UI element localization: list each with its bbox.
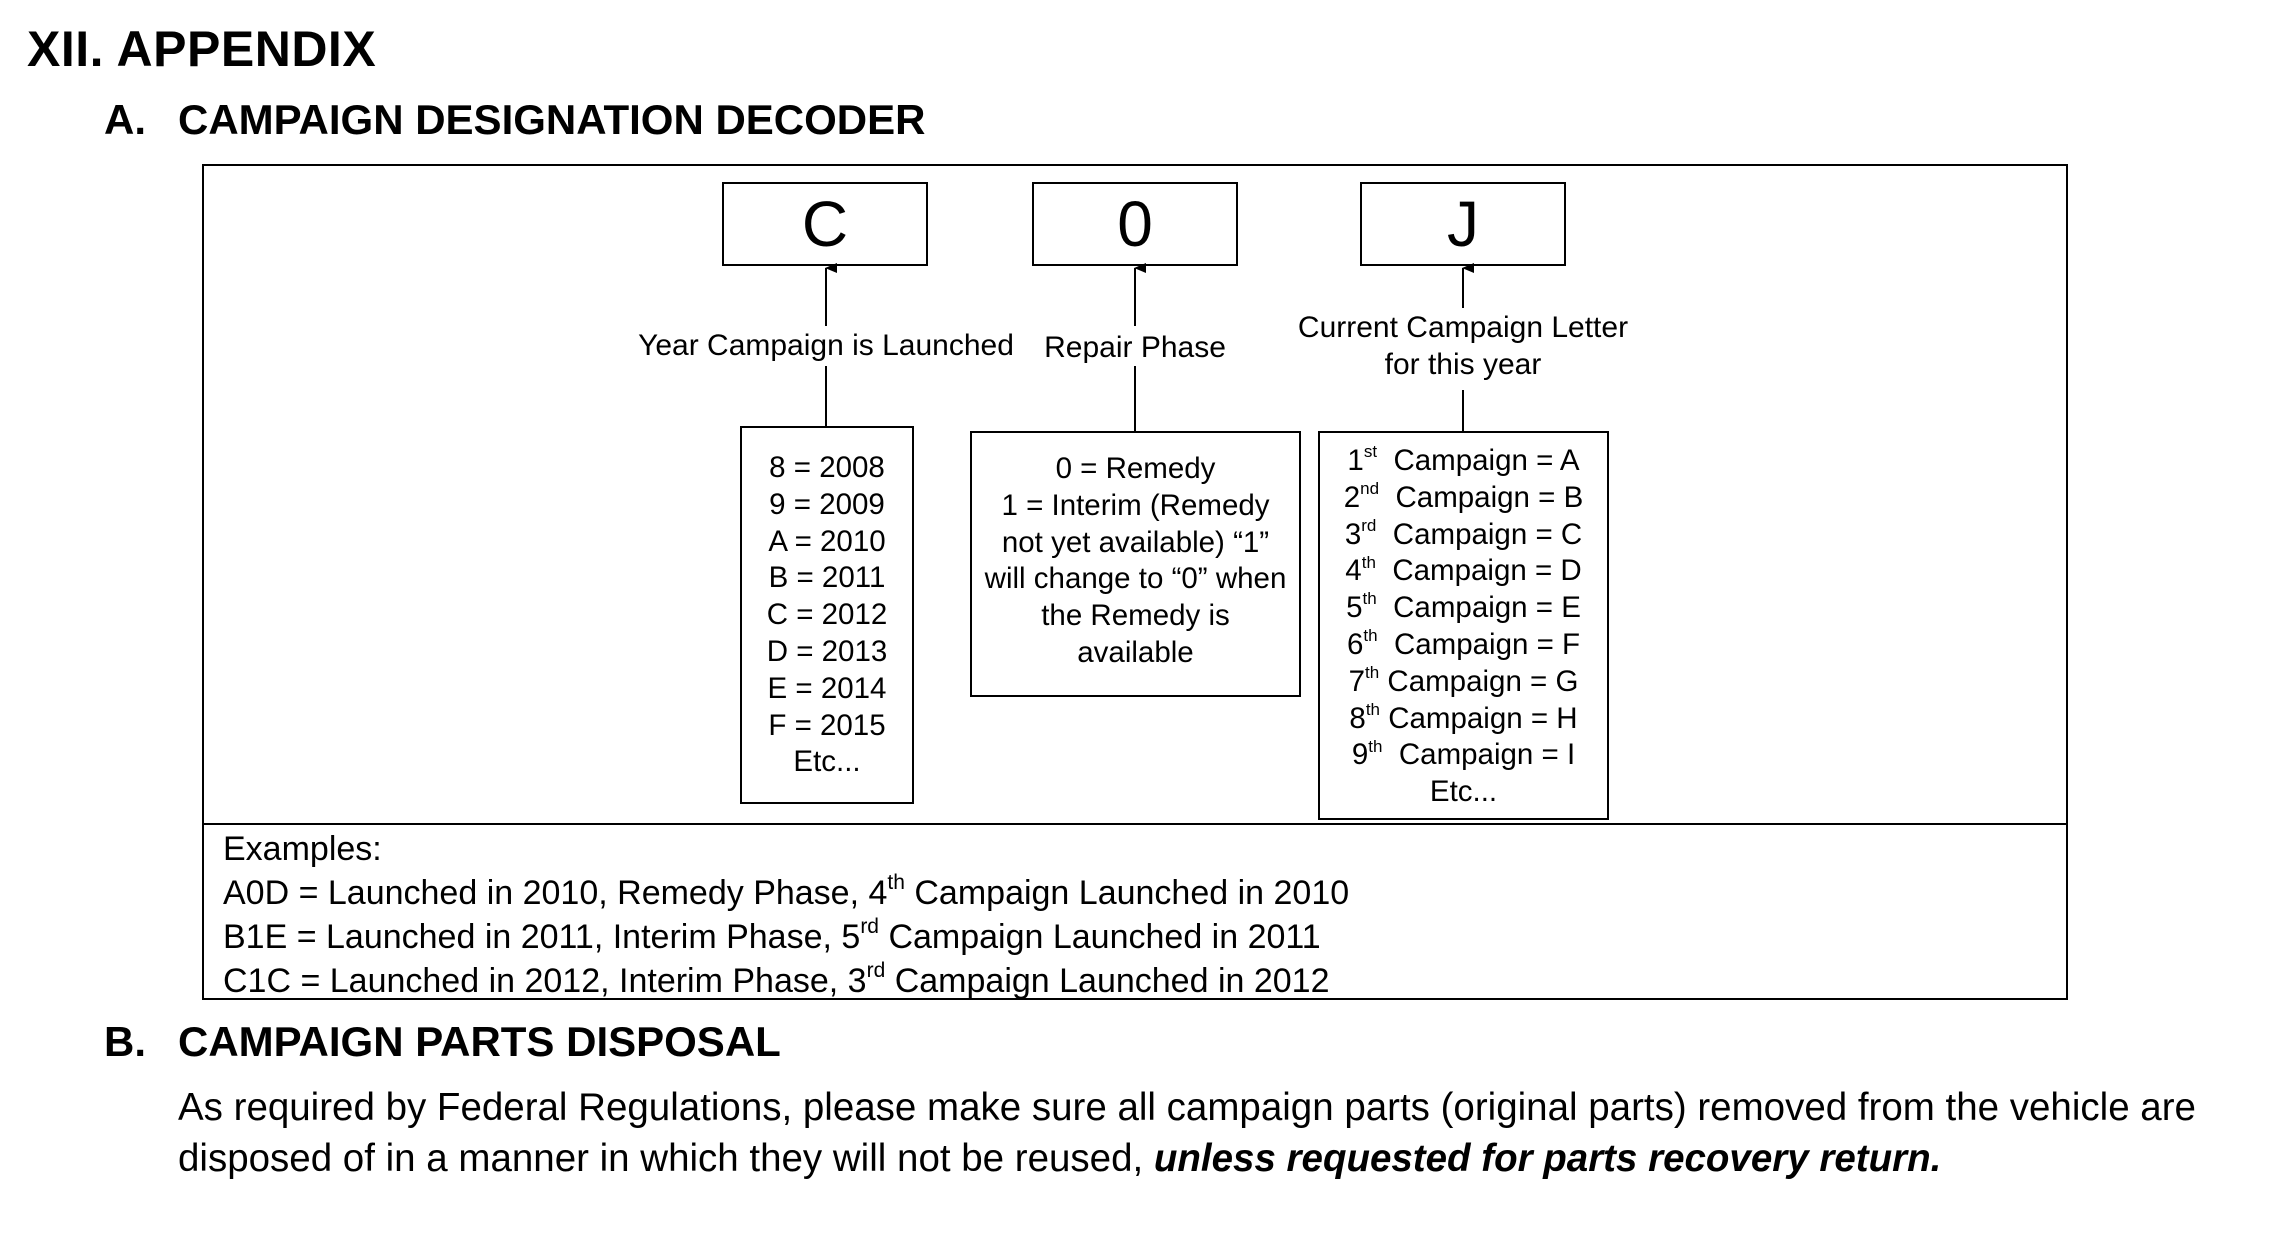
campaign-letter-item: 8th Campaign = H — [1349, 699, 1578, 735]
label-letter-line1: Current Campaign Letter — [1297, 311, 1629, 344]
examples-block: Examples: A0D = Launched in 2010, Remedy… — [223, 827, 1349, 1003]
section-a-letter: A. — [104, 96, 146, 143]
disposal-text: As required by Federal Regulations, plea… — [178, 1086, 2196, 1180]
label-year: Year Campaign is Launched — [638, 329, 1014, 362]
phase-code-item: will change to “0” when — [984, 562, 1287, 596]
phase-code-item: 1 = Interim (Remedy — [1001, 488, 1270, 522]
year-code-item: Etc... — [793, 745, 861, 779]
section-b-letter: B. — [104, 1018, 146, 1065]
label-letter-line2: for this year — [1384, 348, 1542, 381]
disposal-paragraph: As required by Federal Regulations, plea… — [178, 1082, 2268, 1184]
appendix-heading: XII. APPENDIX — [27, 21, 377, 77]
code-box-phase: 0 — [1032, 182, 1238, 266]
campaign-letter-item: 5th Campaign = E — [1346, 589, 1581, 625]
year-code-item: 8 = 2008 — [769, 451, 885, 484]
examples-divider — [202, 823, 2068, 825]
label-phase: Repair Phase — [1044, 331, 1226, 364]
year-code-item: 9 = 2009 — [769, 487, 885, 521]
campaign-letter-item: 3rd Campaign = C — [1344, 515, 1583, 551]
campaign-letter-item: 9th Campaign = I — [1351, 736, 1576, 772]
campaign-letter-etc: Etc... — [1429, 775, 1498, 809]
disposal-emphasis: unless requested for parts recovery retu… — [1153, 1137, 1942, 1180]
example-line: A0D = Launched in 2010, Remedy Phase, 4t… — [223, 870, 1350, 912]
phase-code-item: 0 = Remedy — [1055, 452, 1216, 485]
campaign-letter-item: 2nd Campaign = B — [1343, 478, 1584, 514]
year-code-item: D = 2013 — [766, 634, 888, 668]
year-code-item: E = 2014 — [767, 671, 887, 705]
code-box-letter: J — [1360, 182, 1566, 266]
year-code-item: B = 2011 — [768, 561, 886, 595]
phase-code-item: available — [1077, 635, 1194, 669]
decoder-frame — [202, 164, 2068, 1000]
year-code-item: F = 2015 — [768, 708, 886, 742]
campaign-letter-item: 6th Campaign = F — [1346, 626, 1581, 661]
campaign-letter-item: 1st Campaign = A — [1347, 442, 1580, 477]
phase-code-item: not yet available) “1” — [1001, 525, 1270, 559]
code-box-year: C — [722, 182, 928, 266]
phase-code-item: the Remedy is — [1041, 599, 1230, 633]
year-code-item: A = 2010 — [768, 524, 886, 558]
section-a-title: CAMPAIGN DESIGNATION DECODER — [178, 96, 926, 143]
example-line: C1C = Launched in 2012, Interim Phase, 3… — [223, 958, 1330, 1000]
campaign-letter-list: 1st Campaign = A 2nd Campaign = B 3rd Ca… — [1318, 431, 1609, 820]
examples-title: Examples: — [223, 830, 382, 868]
year-code-item: C = 2012 — [766, 598, 888, 632]
campaign-letter-item: 4th Campaign = D — [1345, 552, 1582, 588]
example-line: B1E = Launched in 2011, Interim Phase, 5… — [223, 914, 1321, 956]
section-b-title: CAMPAIGN PARTS DISPOSAL — [178, 1018, 781, 1065]
campaign-letter-item: 7th Campaign = G — [1348, 662, 1579, 698]
phase-code-list: 0 = Remedy 1 = Interim (Remedy not yet a… — [970, 431, 1301, 697]
year-code-list: 8 = 2008 9 = 2009 A = 2010 B = 2011 C = … — [740, 426, 914, 804]
